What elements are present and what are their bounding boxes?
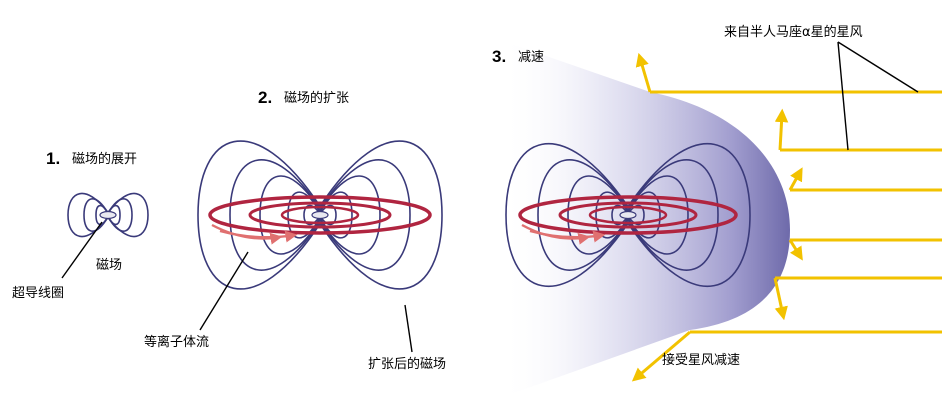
field-line [319, 140, 443, 290]
field-line [319, 191, 353, 239]
field-line [319, 159, 411, 271]
field-line [537, 159, 629, 271]
plasma-ring [588, 205, 668, 225]
field-line [567, 175, 629, 255]
wind-deflect-arrow [788, 239, 803, 261]
field-line [627, 143, 751, 287]
svg-text:减速: 减速 [518, 50, 544, 65]
field-line [595, 191, 629, 239]
coil-label: 超导线圈 [12, 286, 64, 301]
plasma-flow-label: 等离子体流 [144, 334, 209, 350]
field-line [319, 175, 381, 255]
plasma-ring [558, 201, 698, 229]
expanded-field-leader [404, 304, 413, 353]
label-leaders [61, 221, 413, 353]
step-1-title: 1. 磁场的展开 [46, 149, 137, 168]
plasma-ring [248, 201, 392, 229]
stellar-wind-streams [631, 52, 942, 382]
superconducting-coil [99, 210, 117, 220]
svg-text:3.: 3. [492, 47, 506, 66]
field-line [67, 192, 109, 238]
plasma-ring [280, 205, 360, 225]
wind-label-leaders [837, 41, 919, 151]
wind-deflect-arrow [788, 167, 803, 191]
field-line [627, 159, 719, 271]
field-line [259, 175, 321, 255]
field-line [107, 192, 149, 238]
deceleration-label: 接受星风减速 [662, 352, 740, 368]
deceleration-bubble [500, 40, 790, 398]
magnetic-field-label: 磁场 [96, 258, 122, 273]
plasma-leader [199, 251, 249, 331]
plasma-ring [518, 195, 738, 235]
wind-deflect-arrow [774, 108, 789, 151]
step-3-title: 3. 减速 [492, 47, 544, 66]
plasma-ring [208, 195, 432, 235]
field-line [505, 143, 629, 287]
svg-text:磁场的展开: 磁场的展开 [72, 151, 137, 167]
wind-deflect-arrow [631, 330, 691, 382]
field-line [627, 191, 661, 239]
stage-3-field-in-wind [505, 143, 751, 287]
field-line [287, 191, 321, 239]
expanded-field-label: 扩张后的磁场 [368, 356, 446, 372]
step-2-title: 2. 磁场的扩张 [258, 88, 349, 107]
superconducting-coil [619, 210, 637, 220]
field-line [197, 140, 321, 290]
svg-text:2.: 2. [258, 88, 272, 107]
stellar-wind-label: 来自半人马座α星的星风 [724, 24, 863, 40]
field-line [627, 175, 689, 255]
plasma-flow-arrow [219, 229, 298, 243]
stage-2-expanded-field [197, 140, 443, 290]
wind-deflect-arrow [773, 277, 788, 321]
plasma-flow-arrow [529, 229, 606, 243]
svg-text:1.: 1. [46, 149, 60, 168]
wind-deflect-arrow [635, 52, 652, 93]
superconducting-coil [311, 210, 329, 220]
field-line [229, 159, 321, 271]
coil-leader [61, 221, 103, 279]
stage-1-magnetic-field [67, 192, 149, 238]
svg-text:磁场的扩张: 磁场的扩张 [284, 90, 349, 106]
